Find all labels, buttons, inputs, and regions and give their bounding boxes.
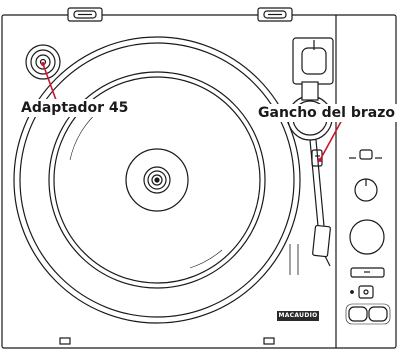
brand-logo: MACAUDIO — [277, 311, 319, 321]
callout-line-arm-rest — [319, 117, 344, 161]
power-button — [350, 285, 374, 299]
foot-right — [263, 337, 275, 345]
volume-knob — [349, 219, 385, 255]
speed-selector — [349, 149, 382, 160]
hinge-right — [257, 7, 293, 22]
hinge-left — [67, 7, 103, 22]
tonearm — [309, 139, 331, 267]
tonearm-base — [287, 37, 334, 141]
pitch-knob — [354, 178, 378, 202]
adapter-45 — [25, 44, 61, 80]
callout-label-adapter-45: Adaptador 45 — [19, 99, 131, 117]
output-buttons — [345, 303, 391, 325]
callout-line-adapter — [42, 63, 57, 101]
platter — [13, 36, 301, 324]
switch-bar — [350, 267, 385, 278]
foot-left — [59, 337, 71, 345]
plinth-outline — [1, 14, 397, 349]
callout-label-arm-rest: Gancho del brazo — [256, 104, 397, 122]
